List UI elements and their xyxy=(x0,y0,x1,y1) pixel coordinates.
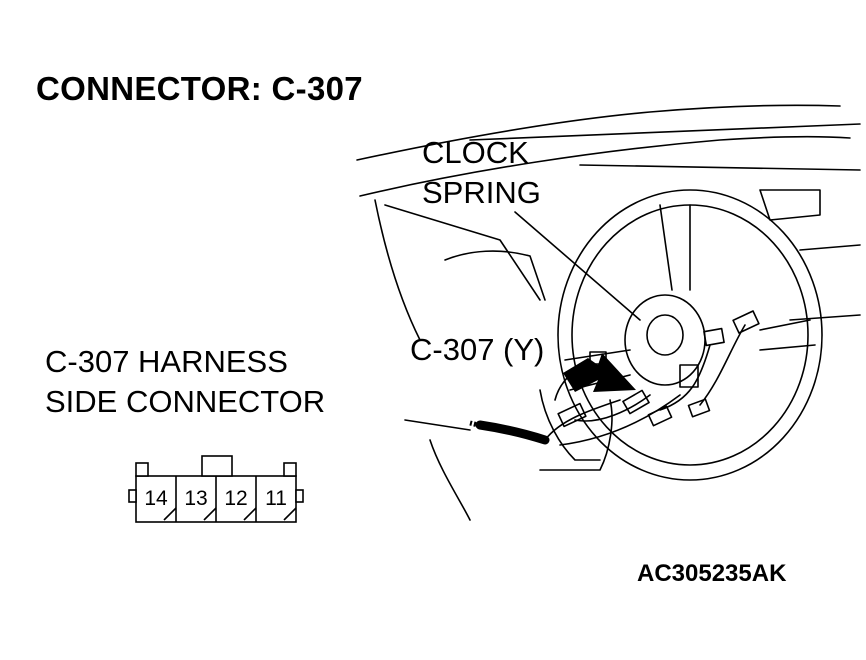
harness-connector-drawing xyxy=(128,455,304,523)
dash-cluster-2 xyxy=(384,204,541,301)
dash-cluster xyxy=(374,199,421,341)
wire-6 xyxy=(559,394,681,446)
dash-panel-3 xyxy=(789,314,861,321)
wire-harness-bundle xyxy=(475,420,550,445)
harness-connector-label-line1: C-307 HARNESS xyxy=(45,344,288,379)
connector-block-f xyxy=(687,398,711,418)
connector-block-b xyxy=(703,327,725,347)
c307-pointer-arrow xyxy=(563,353,636,392)
harness-connector-label-line2: SIDE CONNECTOR xyxy=(45,384,326,419)
dash-line-3 xyxy=(469,123,861,141)
clock-spring-leader xyxy=(514,211,641,321)
clock-spring-inner xyxy=(646,314,684,356)
connector-block-d xyxy=(622,389,650,415)
connector-ear-left xyxy=(128,489,137,503)
dash-lower-3 xyxy=(539,399,613,471)
dash-line-2 xyxy=(359,135,851,197)
pin-label: 11 xyxy=(265,487,287,510)
column-cover xyxy=(539,389,601,461)
wire-1 xyxy=(659,344,711,411)
connector-block-g xyxy=(557,402,587,428)
wire-4 xyxy=(544,399,621,441)
dash-line-4 xyxy=(579,164,861,171)
clock-spring-label-line1: CLOCK xyxy=(422,135,529,170)
dash-line-top xyxy=(356,104,841,161)
dash-lower-2 xyxy=(429,439,471,521)
wire-3 xyxy=(574,394,651,422)
wheel-rim-outer xyxy=(557,189,823,481)
diagram-title: CONNECTOR: C-307 xyxy=(36,70,363,107)
connector-callout-label: C-307 (Y) xyxy=(410,332,545,367)
clock-spring-label: CLOCK SPRING xyxy=(422,133,541,213)
wire-2 xyxy=(699,324,746,406)
dash-panel-2 xyxy=(799,244,861,251)
dash-panel xyxy=(759,189,821,221)
wheel-spoke-right xyxy=(759,319,816,351)
connector-block-a xyxy=(732,310,760,334)
pin-label: 14 xyxy=(144,487,168,510)
connector-ear-right xyxy=(295,489,304,503)
clock-spring-outer xyxy=(624,294,706,386)
connector-tab-right xyxy=(283,462,297,477)
pin-label: 12 xyxy=(224,487,248,510)
pin-label: 13 xyxy=(184,487,208,510)
harness-connector-label: C-307 HARNESS SIDE CONNECTOR xyxy=(45,342,325,422)
connector-latch xyxy=(201,455,233,477)
dash-lower xyxy=(404,419,471,431)
wheel-spoke-top xyxy=(659,204,691,291)
clock-spring-label-line2: SPRING xyxy=(422,175,541,210)
connector-tab-left xyxy=(135,462,149,477)
dash-cluster-3 xyxy=(444,250,546,301)
figure-id: AC305235AK xyxy=(637,560,787,587)
